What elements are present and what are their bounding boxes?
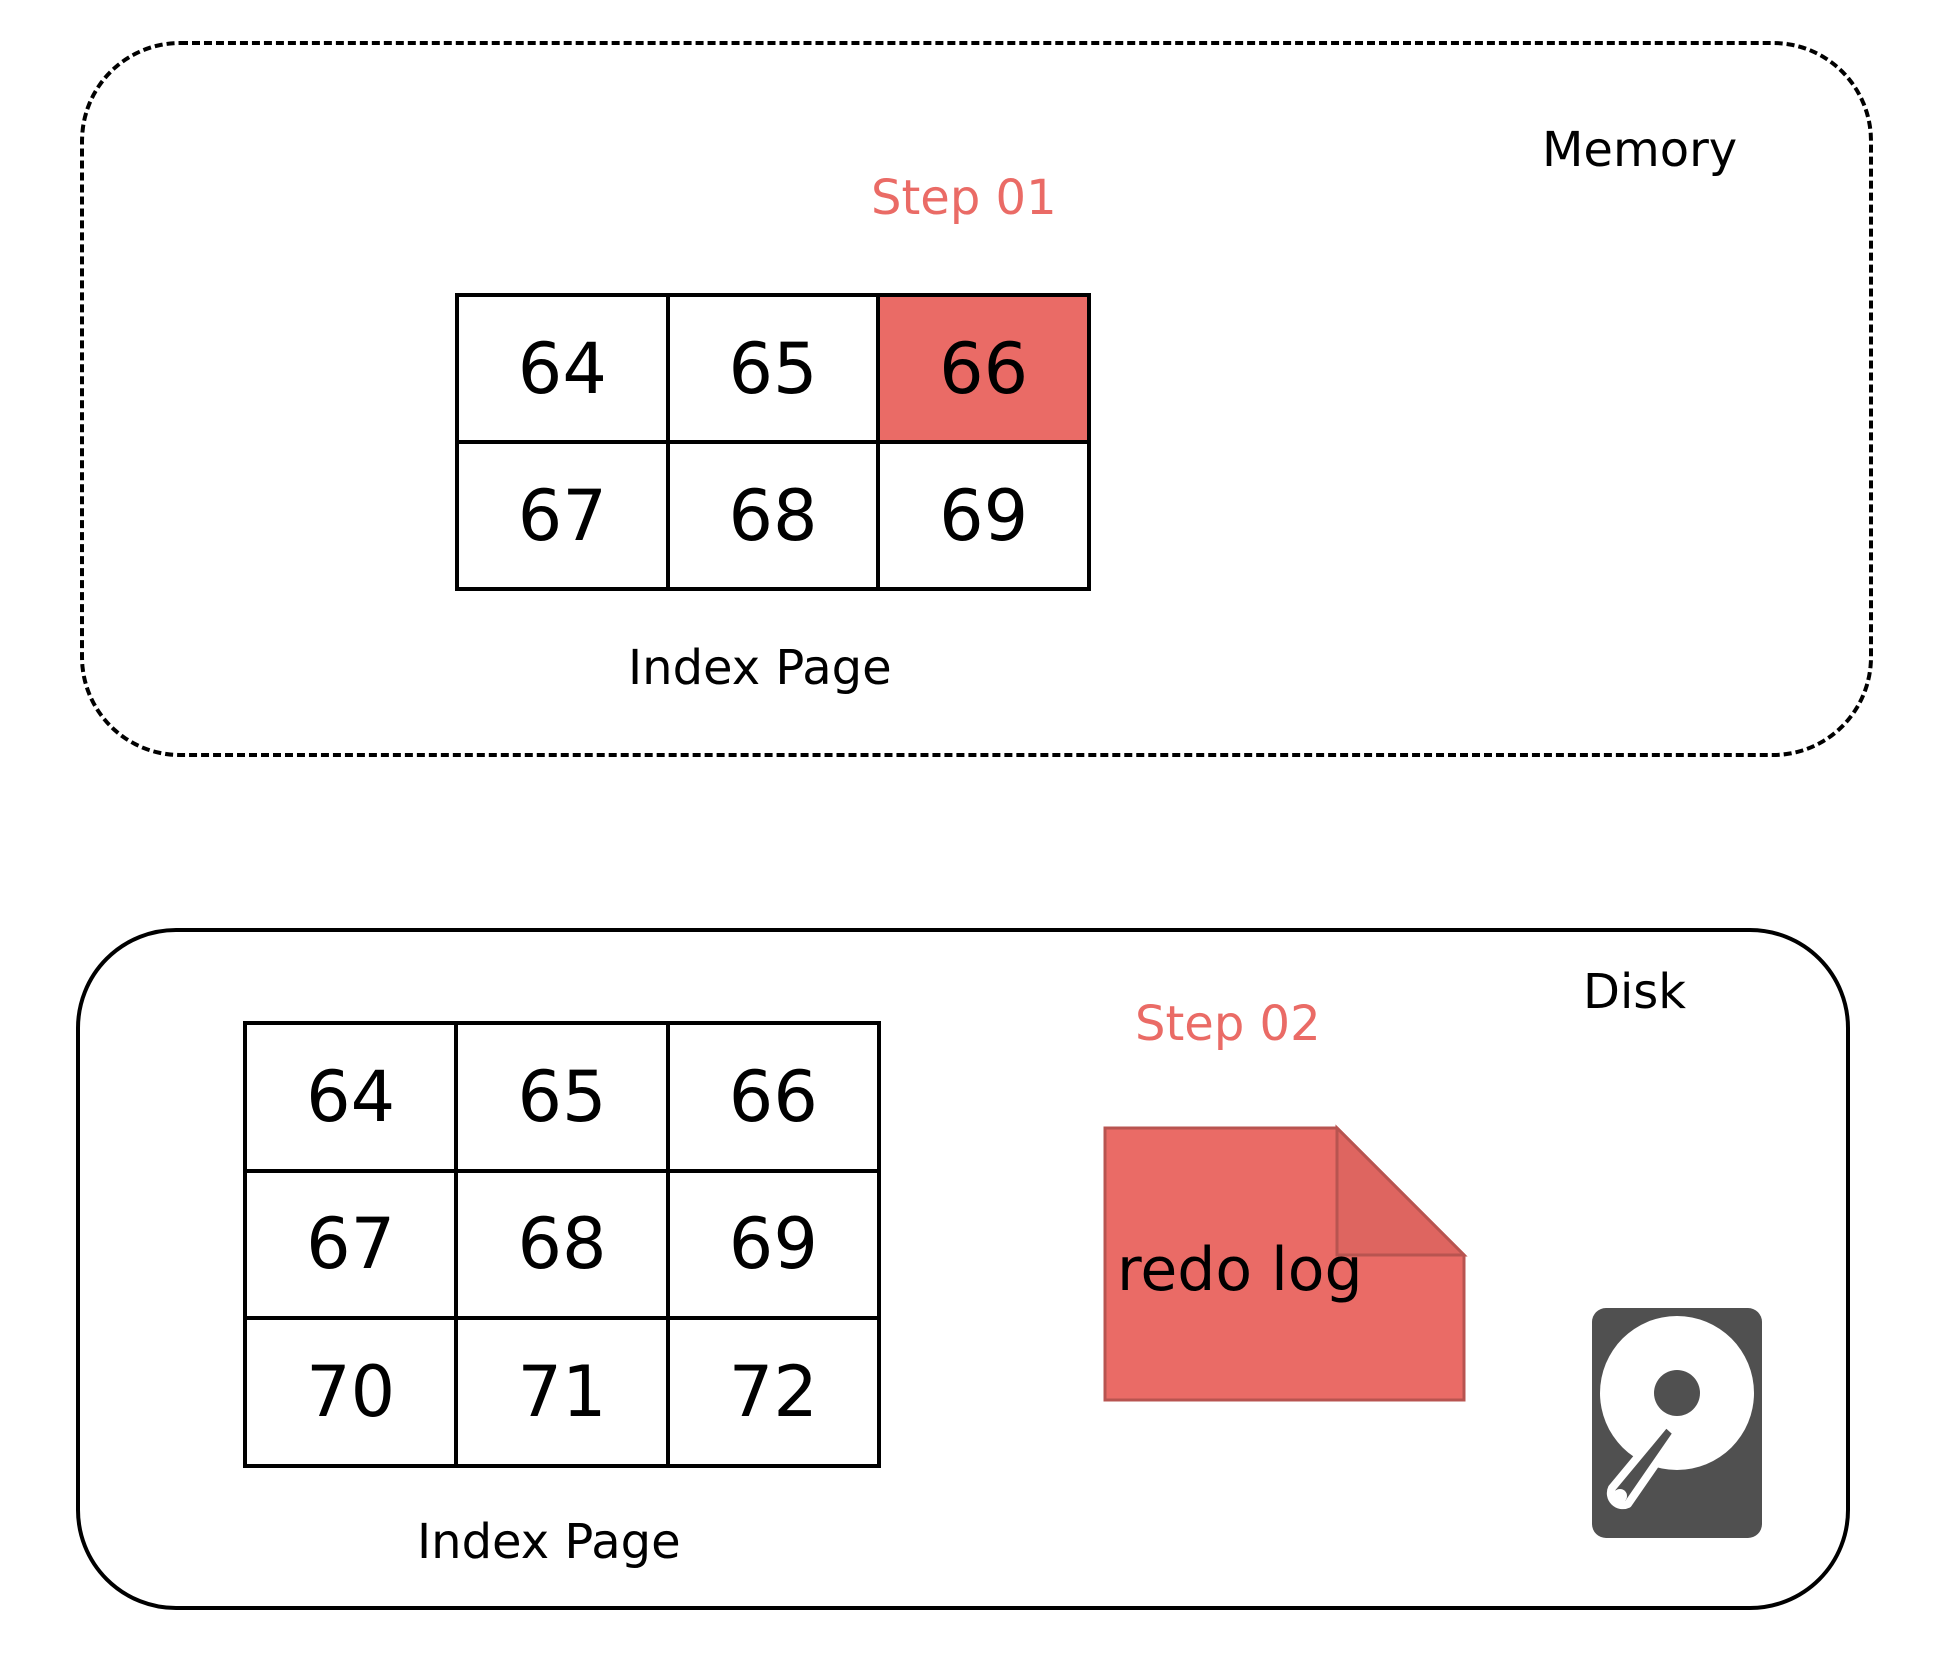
hard-disk-icon [1592, 1308, 1762, 1538]
redo-log-label: redo log [1117, 1235, 1363, 1305]
index-cell: 64 [459, 297, 670, 444]
index-cell-highlighted: 66 [880, 297, 1091, 444]
step-02-label: Step 02 [1135, 996, 1321, 1052]
disk-index-page-grid: 64 65 66 67 68 69 70 71 72 [243, 1021, 881, 1468]
index-cell: 72 [669, 1320, 881, 1468]
index-cell: 71 [458, 1320, 670, 1468]
index-cell: 69 [669, 1172, 881, 1321]
redo-log-document-icon [1103, 1124, 1468, 1402]
memory-label: Memory [1542, 122, 1738, 178]
index-cell: 68 [669, 444, 881, 591]
index-cell: 66 [669, 1025, 881, 1173]
disk-label: Disk [1583, 964, 1687, 1020]
memory-index-page-grid: 64 65 66 67 68 69 [455, 293, 1091, 591]
disk-region [76, 928, 1850, 1610]
index-cell: 69 [880, 444, 1091, 591]
memory-region [80, 41, 1873, 757]
index-cell: 68 [458, 1172, 670, 1321]
index-cell: 70 [247, 1320, 459, 1468]
index-cell: 64 [247, 1025, 459, 1173]
index-cell: 67 [459, 444, 670, 591]
disk-index-page-label: Index Page [417, 1514, 681, 1570]
memory-index-page-label: Index Page [628, 640, 892, 696]
index-cell: 65 [458, 1025, 670, 1173]
step-01-label: Step 01 [871, 170, 1057, 226]
index-cell: 65 [669, 297, 881, 444]
index-cell: 67 [247, 1172, 459, 1321]
